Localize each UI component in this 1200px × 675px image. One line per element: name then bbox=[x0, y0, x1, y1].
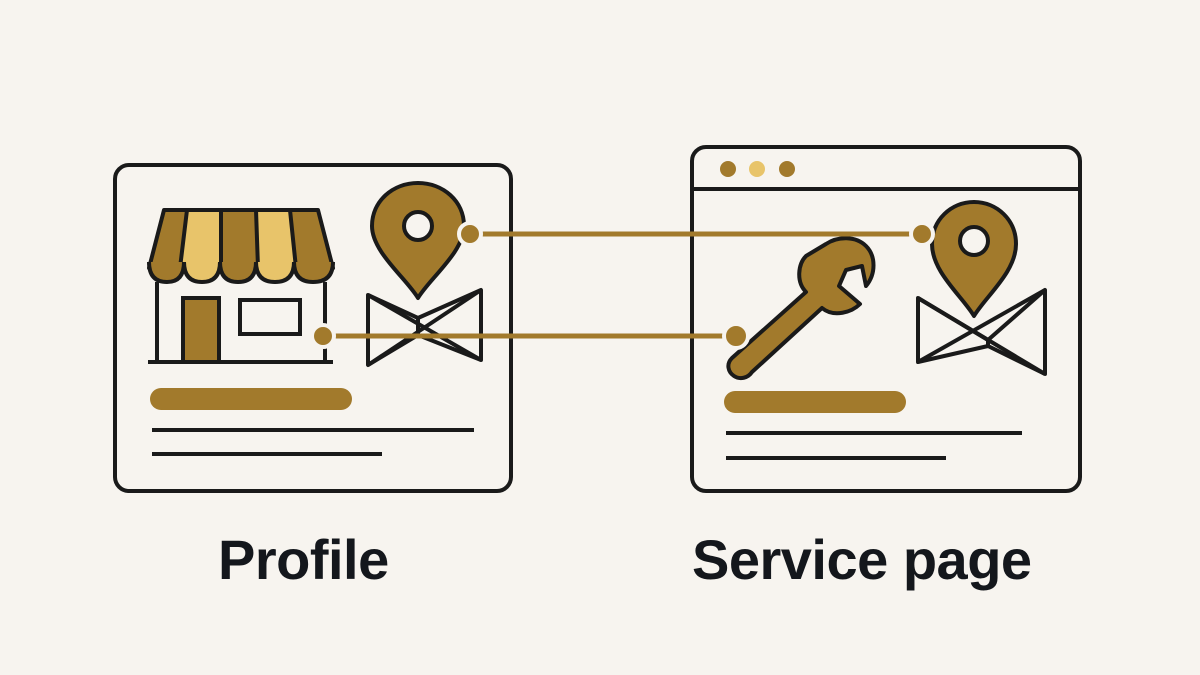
storefront-door bbox=[181, 296, 221, 364]
browser-window-frame bbox=[690, 145, 1082, 493]
storefront-icon bbox=[147, 208, 335, 364]
folded-map-icon bbox=[366, 288, 483, 367]
profile-title-bar bbox=[150, 388, 352, 410]
connector-endpoint bbox=[310, 323, 336, 349]
service-title-bar bbox=[724, 391, 906, 413]
folded-map-icon bbox=[916, 288, 1047, 376]
connector-endpoint bbox=[722, 322, 750, 350]
connector-storefront-wrench bbox=[310, 322, 750, 350]
map-pin-icon bbox=[930, 200, 1018, 318]
map-pin-icon bbox=[370, 181, 466, 300]
service-page-label: Service page bbox=[692, 528, 1032, 591]
browser-dots-icon bbox=[720, 161, 795, 177]
connector-endpoint bbox=[457, 221, 483, 247]
storefront-window bbox=[238, 298, 302, 336]
connector-endpoint bbox=[909, 221, 935, 247]
service-page-card bbox=[690, 145, 1082, 493]
wrench-icon bbox=[726, 236, 876, 381]
profile-label: Profile bbox=[218, 528, 389, 591]
connector-map-pins bbox=[457, 221, 935, 247]
